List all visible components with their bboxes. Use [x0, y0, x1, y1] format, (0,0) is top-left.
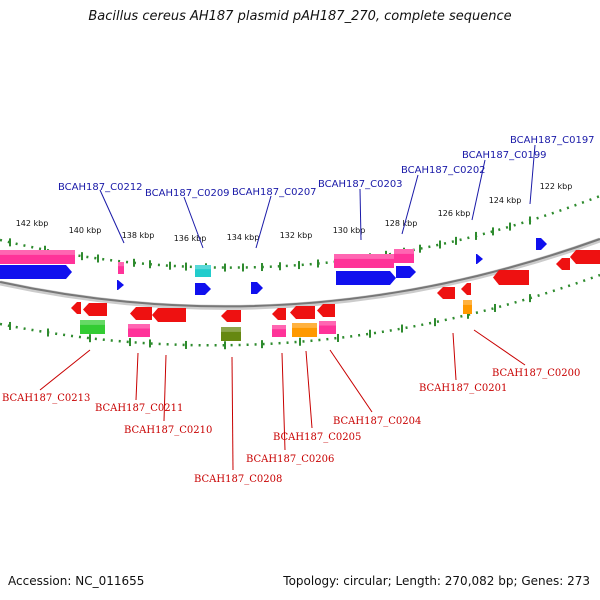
label-leader: [305, 350, 313, 429]
ruler-label: 138 kbp: [122, 231, 155, 240]
reverse-gene-red: [556, 258, 570, 270]
map-title: Bacillus cereus AH187 plasmid pAH187_270…: [88, 9, 512, 24]
label-leader: [452, 332, 457, 381]
reverse-gene-red: [570, 250, 600, 264]
gene-features: [0, 238, 600, 341]
forward-gene-label: BCAH187_C0209: [145, 188, 230, 199]
label-leader: [473, 329, 526, 366]
ruler-label: 140 kbp: [69, 226, 102, 235]
reverse-gene-red: [83, 303, 107, 316]
forward-gene-pink: [334, 254, 394, 268]
reverse-gene-label: BCAH187_C0210: [124, 425, 212, 436]
forward-gene-blue: [251, 282, 263, 294]
reverse-gene-red: [71, 302, 81, 314]
forward-gene-blue: [0, 265, 72, 279]
reverse-gene-red: [461, 283, 471, 295]
forward-gene-pink-highlight: [394, 249, 414, 254]
ruler-label: 122 kbp: [540, 182, 573, 191]
forward-gene-blue: [336, 271, 396, 285]
ruler-label: 134 kbp: [227, 233, 260, 242]
forward-gene-blue: [476, 254, 483, 264]
reverse-gene-green: [80, 320, 105, 334]
reverse-gene-green-highlight: [80, 320, 105, 325]
forward-gene-blue: [396, 266, 416, 278]
reverse-gene-orange: [292, 323, 317, 337]
label-leader: [163, 354, 167, 422]
reverse-gene-red: [130, 307, 152, 320]
topology-text: Topology: circular; Length: 270,082 bp; …: [283, 574, 590, 588]
reverse-gene-label: BCAH187_C0201: [419, 383, 507, 394]
reverse-gene-red: [272, 308, 286, 320]
forward-gene-pink-highlight: [334, 254, 394, 259]
reverse-gene-olive-highlight: [221, 327, 241, 332]
reverse-gene-red: [437, 287, 455, 299]
reverse-gene-pink-highlight: [319, 321, 336, 326]
label-leader: [471, 159, 486, 221]
reverse-gene-orange-highlight: [463, 300, 472, 305]
label-leader: [183, 196, 204, 249]
forward-gene-label: BCAH187_C0203: [318, 179, 403, 190]
reverse-gene-label: BCAH187_C0204: [333, 416, 421, 427]
label-leader: [329, 349, 373, 413]
reverse-gene-pink-highlight: [128, 324, 150, 329]
reverse-gene-olive: [221, 327, 241, 341]
forward-gene-label: BCAH187_C0202: [401, 165, 486, 176]
forward-gene-pink-highlight: [118, 262, 124, 267]
label-leader: [529, 144, 536, 205]
forward-gene-label: BCAH187_C0212: [58, 182, 143, 193]
reverse-gene-orange-highlight: [292, 323, 317, 328]
label-leader: [255, 195, 272, 249]
reverse-gene-pink: [272, 325, 286, 337]
reverse-gene-pink: [128, 324, 150, 337]
forward-gene-label: BCAH187_C0197: [510, 135, 595, 146]
forward-gene-cyan: [195, 265, 211, 277]
forward-gene-blue: [536, 238, 547, 250]
forward-gene-blue: [117, 280, 124, 290]
label-leader: [231, 356, 234, 471]
label-leader: [359, 188, 362, 241]
plasmid-backbone-line: [0, 238, 600, 308]
reverse-gene-red: [221, 310, 241, 322]
forward-gene-cyan-highlight: [195, 265, 211, 270]
reverse-gene-pink: [319, 321, 336, 334]
reverse-gene-red: [493, 270, 529, 285]
reverse-gene-orange: [463, 300, 472, 314]
forward-gene-pink: [394, 249, 414, 263]
reverse-gene-pink-highlight: [272, 325, 286, 330]
reverse-gene-label: BCAH187_C0213: [2, 393, 90, 404]
ruler-label: 130 kbp: [333, 226, 366, 235]
reverse-gene-label: BCAH187_C0211: [95, 403, 183, 414]
ruler-labels: 142 kbp 140 kbp 138 kbp 136 kbp 134 kbp 132 k…: [16, 182, 573, 243]
reverse-gene-red: [152, 308, 186, 322]
label-leader: [135, 352, 139, 401]
gene-label-lines: [39, 144, 536, 471]
forward-gene-pink: [118, 262, 124, 274]
reverse-gene-label: BCAH187_C0200: [492, 368, 580, 379]
ruler-label: 124 kbp: [489, 196, 522, 205]
forward-gene-blue: [195, 283, 211, 295]
forward-gene-label: BCAH187_C0207: [232, 187, 317, 198]
reverse-gene-red: [317, 304, 335, 317]
label-leader: [39, 349, 91, 391]
ruler-label: 132 kbp: [280, 231, 313, 240]
label-leader: [99, 189, 125, 244]
reverse-gene-label: BCAH187_C0205: [273, 432, 361, 443]
label-leader: [401, 174, 419, 235]
reverse-gene-red: [290, 306, 315, 319]
ruler-label: 136 kbp: [174, 234, 207, 243]
inner-ruler-track: [0, 273, 600, 347]
forward-gene-pink-highlight: [0, 250, 75, 255]
ruler-label: 128 kbp: [385, 219, 418, 228]
ruler-label: 126 kbp: [438, 209, 471, 218]
forward-gene-label: BCAH187_C0199: [462, 150, 547, 161]
reverse-gene-label: BCAH187_C0208: [194, 474, 282, 485]
reverse-gene-label: BCAH187_C0206: [246, 454, 334, 465]
ruler-label: 142 kbp: [16, 219, 49, 228]
label-leader: [281, 352, 286, 451]
accession-text: Accession: NC_011655: [8, 574, 145, 588]
forward-gene-pink: [0, 250, 75, 264]
